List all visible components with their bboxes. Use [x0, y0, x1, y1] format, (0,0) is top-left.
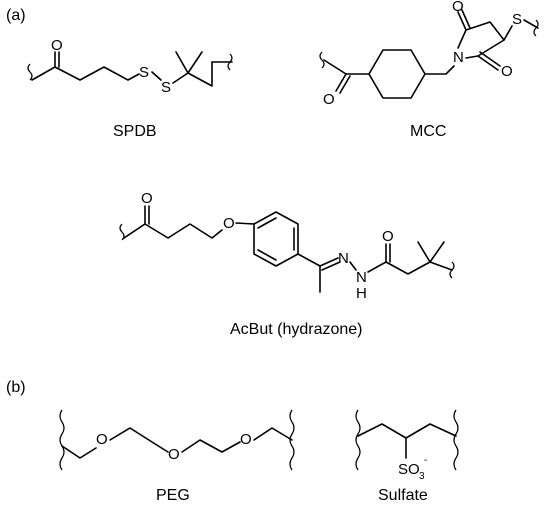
sulfate-backbone-bonds	[357, 423, 457, 439]
peg-bonds-4	[253, 427, 293, 441]
sulfate-charge: -	[424, 455, 427, 466]
mcc-caption: MCC	[410, 123, 446, 140]
acbut-imine-bond-1	[319, 257, 339, 267]
spdb-left-attachment-wavy	[27, 63, 33, 81]
peg-structure: O O O PEG	[59, 409, 295, 504]
spdb-carbonyl-oxygen: O	[51, 37, 63, 54]
acbut-nitrogen-1: N	[338, 250, 349, 267]
mcc-carbonyl-bond-1	[335, 73, 347, 92]
acbut-nitrogen-2: N	[356, 269, 367, 286]
mcc-carbonyl-oxygen: O	[323, 91, 335, 108]
acbut-gem-methyl-2	[429, 241, 445, 263]
mcc-imide-oxygen-top: O	[452, 0, 464, 15]
spdb-methyl-2	[187, 51, 203, 74]
mcc-sulfur: S	[512, 11, 522, 28]
acbut-ether-oxygen: O	[223, 215, 235, 232]
peg-oxygen-2: O	[168, 446, 180, 463]
peg-oxygen-3: O	[240, 431, 252, 448]
peg-oxygen-1: O	[96, 431, 108, 448]
spdb-sulfur-2: S	[161, 79, 171, 96]
acbut-acetyl-bonds	[297, 253, 321, 293]
spdb-disulfide-bond	[151, 71, 162, 81]
mcc-imide-carbonyl-top-2	[461, 9, 471, 29]
peg-caption: PEG	[156, 487, 190, 504]
acbut-amide-oxygen: O	[382, 228, 394, 245]
acbut-right-attachment-wavy	[449, 261, 455, 279]
sulfate-so-label: SO	[398, 461, 420, 478]
mcc-succinimide-ring	[457, 21, 505, 59]
mcc-imide-carbonyl-top-1	[457, 11, 467, 31]
peg-bonds-1	[61, 445, 97, 459]
acbut-carbonyl-oxygen: O	[141, 190, 153, 207]
sulfate-subscript-3: 3	[419, 471, 425, 482]
mcc-acyl-bonds	[323, 59, 370, 75]
spdb-tail-bonds	[172, 61, 213, 87]
mcc-imide-oxygen-right: O	[501, 63, 513, 80]
peg-bonds-2	[109, 427, 169, 453]
spdb-structure: O S S SPDB	[27, 37, 233, 140]
peg-right-attachment-wavy	[289, 409, 295, 471]
acbut-nn-bond	[349, 261, 357, 271]
spdb-caption: SPDB	[113, 123, 157, 140]
mcc-imide-carbonyl-right-2	[479, 51, 501, 67]
acbut-amide-chain-bonds	[367, 261, 453, 275]
acbut-benzene-ring	[253, 211, 299, 267]
panel-label-b: (b)	[6, 379, 26, 396]
acbut-ring-double-3	[257, 217, 277, 229]
panel-label-a: (a)	[6, 7, 26, 24]
mcc-sulfur-terminal-bond	[523, 19, 539, 29]
acbut-gem-methyl-1	[417, 241, 431, 263]
spdb-methyl-1	[175, 51, 189, 74]
spdb-chain-bonds	[31, 66, 140, 81]
mcc-structure: O N O O S MCC	[319, 0, 539, 140]
sulfate-structure: SO 3 - Sulfate	[355, 409, 459, 504]
acbut-caption: AcBut (hydrazone)	[230, 321, 363, 338]
mcc-methylene-bonds	[424, 65, 455, 75]
acbut-nh-hydrogen: H	[356, 285, 367, 302]
mcc-thioether-bond	[503, 25, 513, 41]
spdb-right-attachment-wavy	[227, 53, 233, 71]
peg-left-attachment-wavy	[59, 409, 65, 471]
acbut-imine-bond-2	[321, 261, 341, 271]
mcc-right-attachment-wavy	[533, 19, 539, 37]
mcc-left-attachment-wavy	[319, 51, 325, 69]
mcc-cyclohexane-ring	[368, 49, 426, 99]
acbut-linker-bonds	[123, 223, 223, 239]
sulfate-left-attachment-wavy	[355, 409, 361, 471]
acbut-aryl-ether-bond	[235, 222, 255, 225]
sulfate-caption: Sulfate	[378, 487, 428, 504]
acbut-structure: O O N N H O AcBut (hydrazone)	[119, 190, 455, 338]
mcc-imide-carbonyl-right-1	[477, 55, 499, 71]
mcc-carbonyl-bond-2	[339, 75, 351, 94]
mcc-nitrogen: N	[453, 49, 464, 66]
peg-bonds-3	[181, 439, 241, 453]
sulfate-right-attachment-wavy	[453, 409, 459, 471]
acbut-ring-double-2	[257, 249, 277, 261]
spdb-sulfur-1: S	[139, 64, 149, 81]
